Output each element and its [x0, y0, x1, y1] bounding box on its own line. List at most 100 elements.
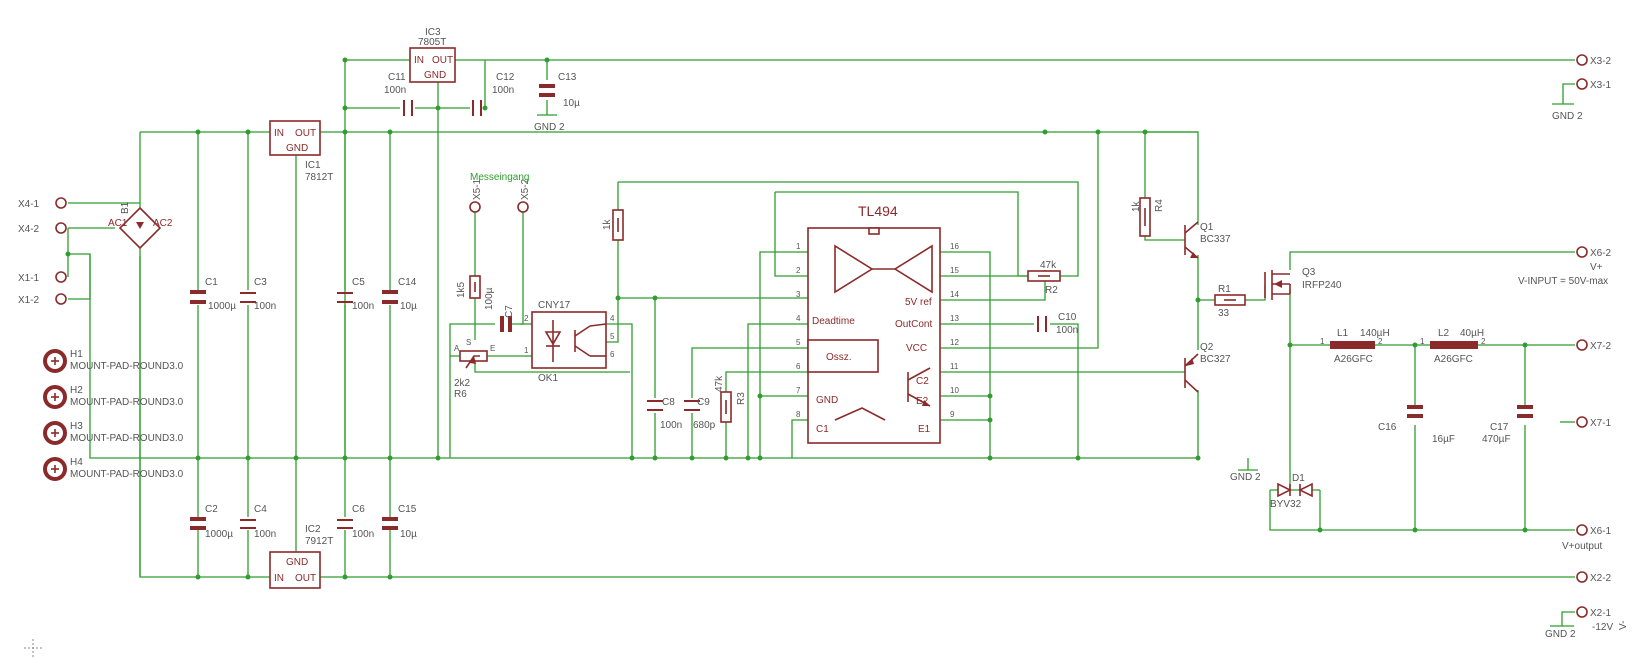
connector-x2-2[interactable]: X2-2: [1576, 571, 1612, 584]
x4-2-label: X4-2: [18, 224, 40, 235]
tl494-pin-3: 3: [796, 290, 801, 299]
d1-name: D1: [1292, 473, 1305, 484]
capacitor-c3[interactable]: C3 100n: [240, 277, 276, 312]
c17-name: C17: [1490, 422, 1509, 433]
c15-value: 10µ: [400, 529, 417, 540]
c3-name: C3: [254, 277, 267, 288]
connectors: X4-1 X4-2 X1-1 X1-2 X3-2 X3-1 X6-2 X7-2 …: [18, 54, 1612, 619]
regulator-ic2[interactable]: GND IN OUT IC2 7912T: [269, 524, 333, 589]
tl494-pin-10: 10: [950, 386, 959, 395]
b1-ac2: AC2: [153, 218, 173, 229]
resistor-r1[interactable]: R1 33: [1214, 284, 1246, 319]
x1-1-label: X1-1: [18, 273, 40, 284]
h3-value: MOUNT-PAD-ROUND3.0: [70, 433, 184, 444]
c13-name: C13: [558, 72, 577, 83]
c1-name: C1: [205, 277, 218, 288]
connector-x5-2[interactable]: X5-2: [517, 178, 531, 213]
capacitor-c13[interactable]: C13 10µ: [539, 72, 580, 109]
connector-x1-1[interactable]: X1-1: [18, 271, 67, 284]
tl494-c2: C2: [916, 376, 929, 387]
ok1-pin-5: 5: [610, 332, 615, 341]
l2-name: L2: [1438, 328, 1450, 339]
connector-x4-2[interactable]: X4-2: [18, 222, 67, 235]
x5-2-label: X5-2: [520, 178, 531, 200]
connector-x3-2[interactable]: X3-2: [1576, 54, 1612, 67]
connector-x3-1[interactable]: X3-1: [1576, 78, 1612, 91]
regulator-ic3[interactable]: IN OUT GND IC3 7805T: [409, 27, 456, 83]
c8-value: 100n: [660, 420, 682, 431]
optocoupler-ok1[interactable]: CNY17 OK1 2 1 4 5 6 A E S: [454, 300, 615, 384]
regulator-ic1[interactable]: IN OUT GND IC1 7812T: [269, 120, 333, 183]
capacitor-c1[interactable]: C1 1000µ: [190, 277, 236, 312]
transistor-q1[interactable]: Q1 BC337: [1184, 221, 1231, 259]
capacitor-c5[interactable]: C5 100n: [337, 277, 374, 312]
x7-1-label: X7-1: [1590, 418, 1612, 429]
ic1-gnd-label: GND: [286, 143, 308, 154]
l2-pin-2: 2: [1481, 337, 1486, 346]
connector-x4-1[interactable]: X4-1: [18, 197, 67, 210]
connector-x1-2[interactable]: X1-2: [18, 293, 67, 306]
vout-label: V+output: [1562, 541, 1603, 552]
connector-x6-1[interactable]: X6-1: [1576, 524, 1612, 537]
bridge-rectifier-b1[interactable]: AC1 AC2 B1: [108, 201, 173, 250]
capacitor-c17[interactable]: C17 470µF: [1482, 405, 1533, 445]
r4-name: R4: [1154, 199, 1165, 212]
vplus-label: V+: [1590, 262, 1603, 273]
tl494-ic[interactable]: TL494 Ossz. Deadtime 5V ref OutCont VCC …: [796, 203, 959, 444]
c16-value: 16µF: [1432, 434, 1455, 445]
c9-value: 680p: [693, 420, 716, 431]
resistor-r3[interactable]: 47k R3: [714, 375, 747, 423]
tl494-pin-8: 8: [796, 410, 801, 419]
transistor-q2[interactable]: Q2 BC327: [1184, 342, 1231, 393]
capacitor-c15[interactable]: C15 10µ: [382, 504, 417, 540]
capacitor-c14[interactable]: C14 10µ: [382, 277, 417, 312]
c9-name: C9: [697, 397, 710, 408]
connector-x5-1[interactable]: X5-1: [469, 178, 483, 213]
r2-value: 47k: [1040, 260, 1057, 271]
resistor-r2[interactable]: 47k R2: [1027, 260, 1061, 296]
x4-1-label: X4-1: [18, 199, 40, 210]
l2-part: A26GFC: [1434, 354, 1473, 365]
c14-name: C14: [398, 277, 417, 288]
connector-x7-1[interactable]: X7-1: [1576, 416, 1612, 429]
capacitor-c6[interactable]: C6 100n: [337, 504, 374, 540]
q3-name: Q3: [1302, 267, 1316, 278]
inductor-l2[interactable]: L2 40µH A26GFC 1 2: [1420, 328, 1486, 365]
tl494-title: TL494: [858, 203, 898, 219]
resistor-r4[interactable]: 1k R4: [1131, 197, 1165, 237]
capacitor-c8[interactable]: C8 100n: [647, 397, 682, 431]
x2-2-label: X2-2: [1590, 573, 1612, 584]
capacitor-c11[interactable]: C11 100n: [384, 72, 413, 116]
connector-x2-1[interactable]: X2-1: [1576, 606, 1612, 619]
ic2-value: 7912T: [305, 536, 333, 547]
resistor-r5[interactable]: 1k5: [456, 275, 481, 299]
diode-d1[interactable]: D1 BYV32: [1270, 473, 1313, 510]
x6-2-label: X6-2: [1590, 248, 1612, 259]
resistor-r6[interactable]: 2k2 R6: [454, 350, 488, 400]
inductor-l1[interactable]: L1 140µH A26GFC 1 2: [1320, 328, 1390, 365]
capacitor-c4[interactable]: C4 100n: [240, 504, 276, 540]
connector-x6-2[interactable]: X6-2: [1576, 246, 1612, 259]
h1-value: MOUNT-PAD-ROUND3.0: [70, 361, 184, 372]
capacitor-c12[interactable]: C12 100n: [472, 72, 515, 116]
c17-value: 470µF: [1482, 434, 1511, 445]
tl494-pin-4: 4: [796, 314, 801, 323]
c12-name: C12: [496, 72, 515, 83]
ic3-value: 7805T: [418, 37, 446, 48]
gnd2-label-mid: GND 2: [1230, 472, 1261, 483]
l2-value: 40µH: [1460, 328, 1484, 339]
ok1-name: OK1: [538, 373, 558, 384]
capacitor-c10[interactable]: C10 100n: [1037, 312, 1078, 336]
capacitor-c2[interactable]: C2 1000µ: [190, 504, 233, 540]
c12-value: 100n: [492, 85, 514, 96]
capacitor-c9[interactable]: C9 680p: [684, 397, 716, 431]
connector-x7-2[interactable]: X7-2: [1576, 339, 1612, 352]
capacitor-c7[interactable]: C7 100µ: [484, 287, 515, 332]
mosfet-q3[interactable]: Q3 IRFP240: [1264, 267, 1342, 300]
capacitor-c16[interactable]: C16 16µF: [1378, 405, 1455, 445]
resistor-r10[interactable]: 1k: [602, 209, 624, 241]
